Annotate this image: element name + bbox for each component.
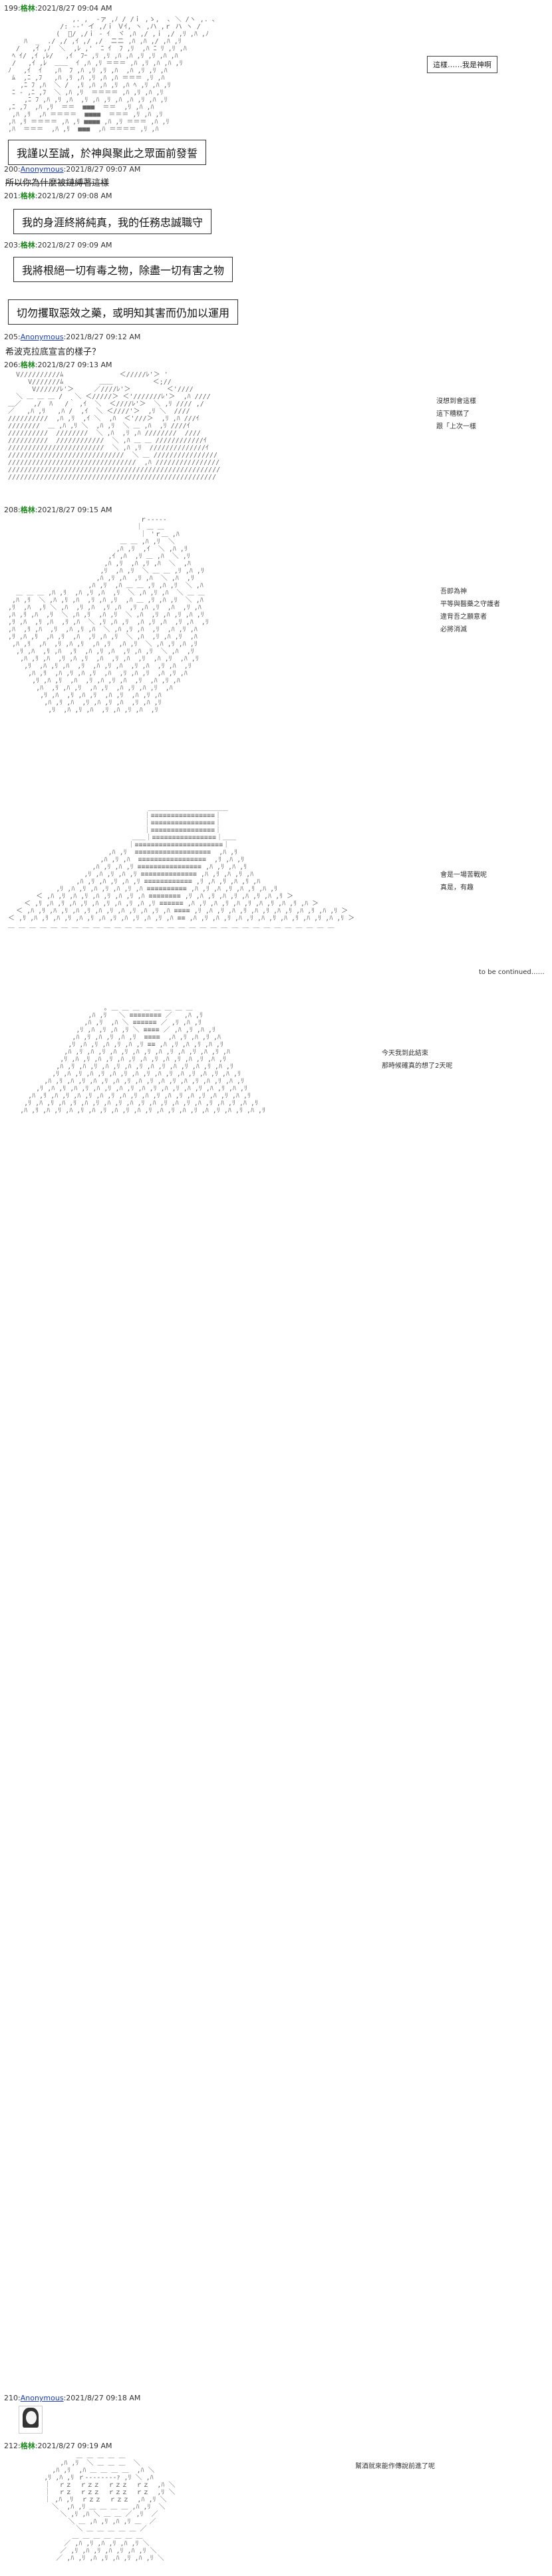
- poster-name[interactable]: 格林: [20, 361, 35, 369]
- ascii-art-212: ＿ ＿ ＿ ＿ ＿ ,ﾊ ,ﾘ ＼ ＿ ＿ ＿ ＼ ,ﾊ ,ﾘ ,ﾊ ＿ ＿ ＿…: [44, 2452, 176, 2562]
- ascii-art-199: ,. , ‐ァ ,ﾉ / /ｉ ,ゝ, ､ ＼ /ヽ ,. ､ /: ‐‐' イ…: [8, 16, 215, 133]
- post-time: 2021/8/27 09:08 AM: [37, 192, 112, 200]
- post-number: 206: [4, 361, 18, 369]
- speech-bubble-199: 這樣……我是神啊: [427, 56, 497, 73]
- post-number: 212: [4, 2442, 18, 2450]
- post-time: 2021/8/27 09:13 AM: [37, 361, 112, 369]
- post-header-200: 200:Anonymous:2021/8/27 09:07 AM: [4, 165, 141, 174]
- post-time: 2021/8/27 09:18 AM: [66, 2394, 141, 2402]
- poster-name[interactable]: Anonymous: [20, 333, 64, 341]
- post-number: 199: [4, 4, 18, 13]
- side-text-208a: 吾即為神 平等與醫藥之守護者 違背吾之願意者 必將消滅: [440, 588, 500, 633]
- side-text-208c: 今天我到此結束 那時候確真的想了2天呢: [382, 1050, 453, 1070]
- post-time: 2021/8/27 09:07 AM: [66, 165, 141, 174]
- post-header-199: 199:格林:2021/8/27 09:04 AM: [4, 4, 112, 13]
- post-number: 205: [4, 333, 18, 341]
- post-header-208: 208:格林:2021/8/27 09:15 AM: [4, 506, 112, 514]
- ascii-art-208c: ｡ ＿ ＿ ＿ ＿ ＿ ＿ ＿ ＿ ,ﾊ ,ﾘ ＼ ≡≡≡≡≡≡≡≡ ／ ,ﾊ …: [20, 1005, 265, 1114]
- reaction-image: [19, 2406, 43, 2434]
- post-header-212: 212:格林:2021/8/27 09:19 AM: [4, 2442, 112, 2450]
- post-body-205: 希波克拉底宣言的樣子？: [5, 347, 101, 357]
- side-text-212: 幫酒就來能作傳說前進了呢: [355, 2463, 435, 2470]
- post-header-201: 201:格林:2021/8/27 09:08 AM: [4, 192, 112, 200]
- poster-name[interactable]: Anonymous: [20, 2394, 64, 2402]
- poster-name[interactable]: 格林: [20, 4, 35, 13]
- post-time: 2021/8/27 09:04 AM: [37, 4, 112, 13]
- post-header-210: 210:Anonymous:2021/8/27 09:18 AM: [4, 2394, 141, 2402]
- oath-line-4: 切勿攫取惡效之藥，或明知其害而仍加以運用: [8, 299, 239, 325]
- ascii-art-208b: ＿＿＿＿＿＿＿＿＿＿＿＿ ｜≡≡≡≡≡≡≡≡≡≡≡≡≡≡≡≡｜ ｜≡≡≡≡≡≡≡…: [8, 805, 355, 929]
- post-number: 200: [4, 165, 18, 174]
- side-text-206: 沒想到會這樣 這下糟糕了 跟「上次一樣: [436, 398, 476, 430]
- post-header-203: 203:格林:2021/8/27 09:09 AM: [4, 241, 112, 249]
- oath-line-3: 我將根絕一切有毒之物，除盡一切有害之物: [13, 257, 233, 282]
- post-time: 2021/8/27 09:19 AM: [37, 2442, 112, 2450]
- oath-line-2: 我的身涯終將純真，我的任務忠誠職守: [13, 209, 212, 234]
- post-time: 2021/8/27 09:12 AM: [66, 333, 141, 341]
- poster-name[interactable]: 格林: [20, 506, 35, 514]
- oath-line-1: 我謹以至誠，於神與聚此之眾面前發誓: [8, 140, 207, 165]
- poster-name[interactable]: 格林: [20, 241, 35, 249]
- post-header-205: 205:Anonymous:2021/8/27 09:12 AM: [4, 333, 141, 341]
- post-number: 203: [4, 241, 18, 249]
- post-time: 2021/8/27 09:09 AM: [37, 241, 112, 249]
- poster-name[interactable]: Anonymous: [20, 165, 64, 174]
- poster-name[interactable]: 格林: [20, 192, 35, 200]
- post-body-200: 所以你為什麼被鏈縛著這樣: [5, 178, 110, 188]
- to-be-continued: to be continued……: [479, 969, 545, 976]
- poster-name[interactable]: 格林: [20, 2442, 35, 2450]
- post-time: 2021/8/27 09:15 AM: [37, 506, 112, 514]
- post-number: 201: [4, 192, 18, 200]
- side-text-208b: 會是一場苦戰呢 真是，有趣: [440, 872, 487, 891]
- post-header-206: 206:格林:2021/8/27 09:13 AM: [4, 361, 112, 369]
- ascii-art-206: V//////////ﾑ ＜/////ﾚ'＞ ' V///////ﾑ ＿＿ ＜;…: [8, 371, 221, 481]
- post-number: 210: [4, 2394, 18, 2402]
- post-number: 208: [4, 506, 18, 514]
- ascii-art-208a: ｒ‐‐‐‐‐ ｜ ＿ ＿ ｜ 'ｒ＿ ,ﾊ ＿ ＿ ,ﾊ ,ﾘ ＼ ,ﾊ ,ﾘ …: [8, 516, 209, 714]
